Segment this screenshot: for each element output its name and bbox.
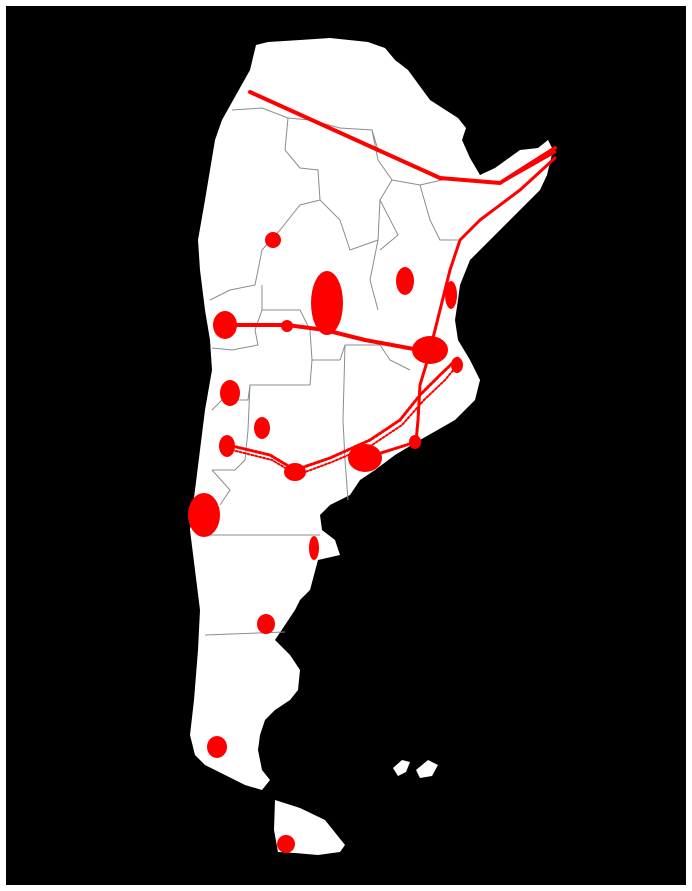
marker-bariloche [188, 493, 220, 537]
marker-cordoba [311, 271, 343, 335]
argentina-map [188, 38, 557, 855]
malvinas-islands [393, 760, 438, 778]
marker-neuquen-north [220, 380, 240, 406]
route-north [248, 90, 557, 185]
marker-chubut [309, 536, 319, 560]
route-dotted-2 [231, 361, 461, 476]
marker-santa-fe [396, 267, 414, 295]
marker-bahia-blanca [348, 444, 382, 472]
route-northeast-2 [428, 156, 557, 352]
marker-san-luis [281, 320, 293, 332]
map-frame [6, 6, 686, 885]
marker-buenos-aires [412, 336, 448, 364]
marker-northwest [265, 232, 281, 248]
route-south-east [363, 350, 432, 460]
marker-bahia-blanca-area [409, 435, 421, 449]
route-northeast-1 [498, 150, 557, 185]
marker-entre-rios [445, 281, 457, 309]
marker-mendoza [213, 311, 237, 339]
marker-santa-cruz-south [207, 736, 227, 758]
marker-la-pampa [254, 417, 270, 439]
route-dotted [226, 356, 460, 472]
marker-neuquen [219, 435, 235, 457]
markers [188, 232, 463, 853]
marker-ushuaia [277, 835, 295, 853]
marker-coast [451, 357, 463, 373]
marker-rio-negro [284, 463, 306, 481]
province-borders [200, 107, 468, 636]
argentina-landmass [190, 38, 553, 790]
marker-santa-cruz-north [257, 614, 275, 634]
